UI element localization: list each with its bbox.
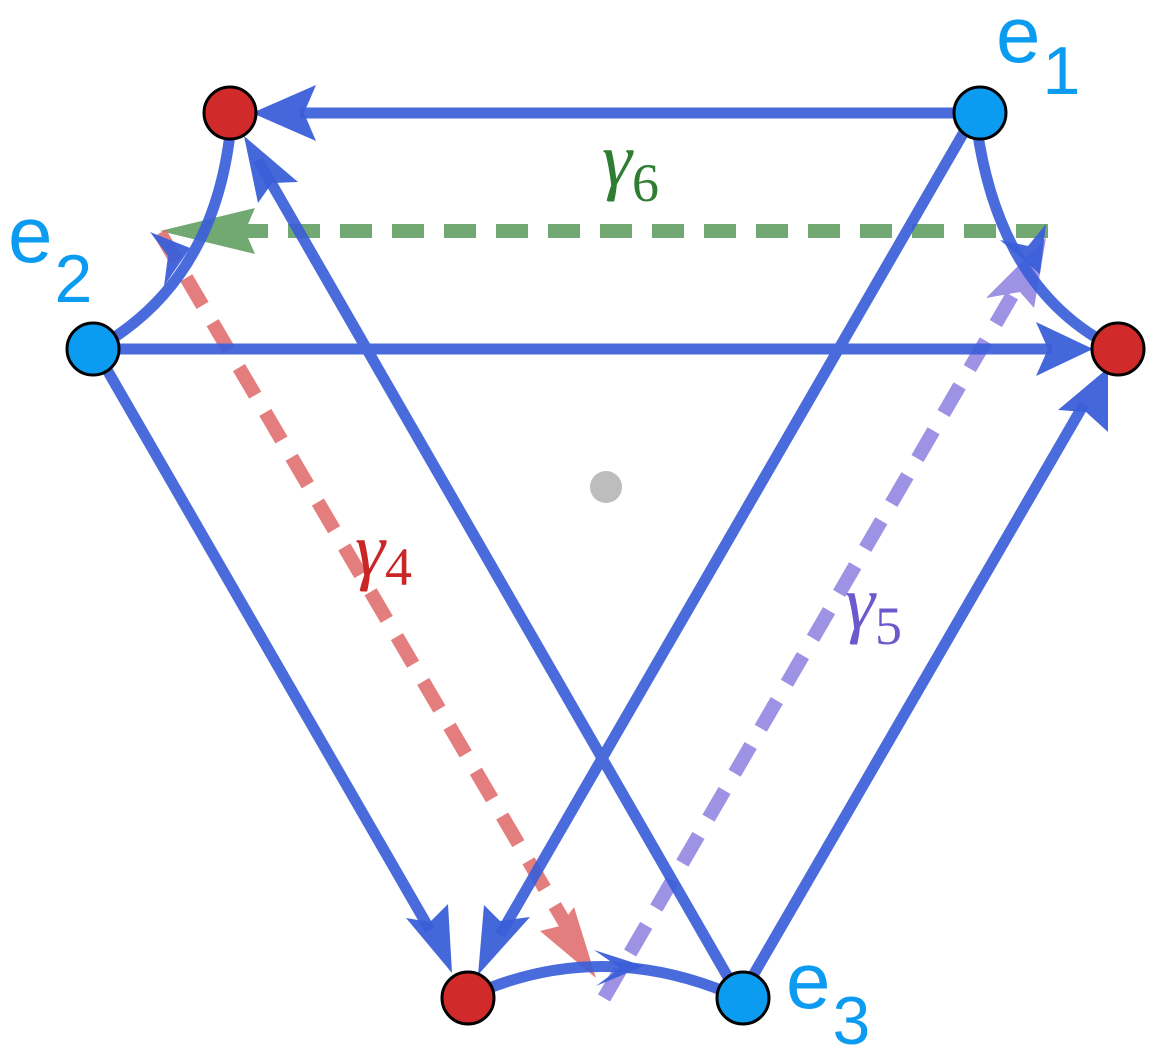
curve-e1-right-red — [969, 112, 1120, 354]
label-gamma6-base: γ — [602, 118, 634, 202]
label-gamma4-sub: 4 — [385, 537, 412, 597]
edge-e3-to-top-red — [253, 157, 745, 1001]
label-e2-base: e — [8, 190, 53, 279]
label-e1-base: e — [996, 0, 1041, 79]
arrowhead-bottom-red-from-e1 — [478, 905, 530, 975]
edge-e2-to-bottom-red — [90, 346, 435, 933]
curve-bottom-red-e3 — [463, 961, 743, 1004]
label-gamma6: γ6 — [602, 118, 659, 213]
arrowhead-right-red-from-e2 — [1036, 322, 1093, 376]
node-right-red[interactable] — [1090, 321, 1146, 377]
arrowhead-bottom-red-from-e2 — [406, 904, 452, 973]
gamma5-dashed-line — [597, 278, 1027, 1002]
nodes — [65, 85, 1146, 1026]
label-gamma6-sub: 6 — [632, 153, 659, 213]
gamma4-arrowhead — [540, 907, 596, 978]
label-gamma4: γ4 — [355, 508, 412, 597]
label-e3-sub: 3 — [833, 983, 871, 1058]
arrowhead-right-red-from-e3 — [1058, 368, 1108, 432]
label-gamma5-sub: 5 — [875, 596, 902, 656]
arrowhead-top-red-from-e1 — [252, 85, 316, 141]
node-bottom-red[interactable] — [440, 970, 496, 1026]
label-e2: e2 — [8, 190, 92, 317]
center-dot — [590, 471, 622, 503]
curve-e2-top-red — [92, 112, 238, 354]
node-e3[interactable] — [715, 970, 771, 1026]
label-gamma4-base: γ — [355, 508, 387, 592]
arrowhead-curve-e1-right-red — [1000, 224, 1046, 274]
solid-edges — [90, 107, 1120, 1004]
arrowhead-curve-e2-top-red — [150, 232, 190, 286]
arrowhead-top-red-from-e3 — [244, 136, 298, 203]
label-gamma5-base: γ — [845, 561, 877, 645]
label-gamma5: γ5 — [845, 561, 902, 656]
label-e3-base: e — [786, 936, 831, 1025]
label-e2-sub: 2 — [55, 241, 93, 317]
label-e1-sub: 1 — [1043, 33, 1081, 109]
node-e2[interactable] — [65, 321, 121, 377]
node-e1[interactable] — [952, 85, 1008, 141]
edge-e1-to-bottom-red — [495, 110, 980, 938]
edge-e3-to-right-red — [735, 401, 1089, 1001]
label-e3: e3 — [786, 936, 870, 1058]
arrowhead-curve-bottom-e3 — [594, 950, 644, 986]
label-e1: e1 — [996, 0, 1080, 109]
node-top-red[interactable] — [202, 85, 258, 141]
solid-arrowheads — [150, 85, 1108, 986]
